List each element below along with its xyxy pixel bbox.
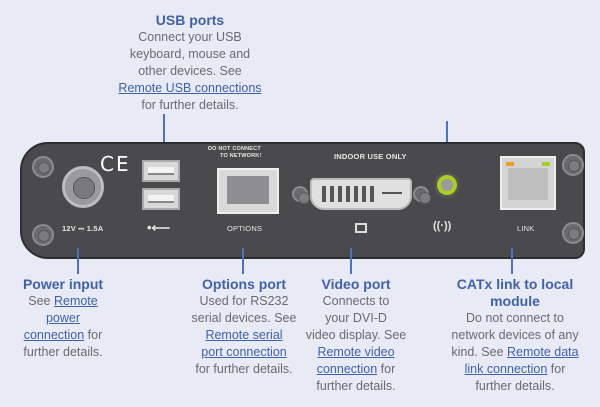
link-label: LINK	[517, 224, 535, 233]
usb-port-2[interactable]	[142, 188, 180, 210]
usb-desc-line: other devices. See	[138, 64, 242, 78]
catx-leader-line	[511, 248, 513, 274]
catx-link-title: CATx link to local	[456, 276, 574, 292]
remote-power-connection-link[interactable]: power	[45, 311, 81, 325]
remote-data-link-connection-link[interactable]: Remote data	[507, 345, 579, 359]
screw-icon	[32, 156, 54, 178]
dvi-screw-icon	[413, 186, 431, 204]
usb-desc-after: for further details.	[141, 98, 239, 112]
power-connector[interactable]	[62, 166, 104, 208]
remote-data-link-connection-link[interactable]: link connection	[464, 362, 548, 376]
remote-serial-port-connection-link[interactable]: port connection	[201, 345, 287, 359]
dvi-screw-icon	[292, 186, 310, 204]
monitor-icon	[355, 223, 367, 233]
indoor-use-only-label: INDOOR USE ONLY	[334, 152, 407, 161]
usb-desc-line: keyboard, mouse and	[129, 47, 251, 61]
catx-link-callout: CATx link to local module Do not connect…	[440, 276, 590, 395]
audio-symbol-icon: ((·))	[433, 220, 452, 232]
usb-symbol-icon: •⟵	[147, 220, 171, 235]
led-green	[542, 162, 550, 166]
options-leader-line	[242, 248, 244, 274]
power-input-title: Power input	[22, 276, 104, 292]
usb-leader-line	[163, 114, 165, 156]
options-port-title: Options port	[202, 276, 286, 292]
remote-usb-connections-link[interactable]: Remote USB connections	[118, 81, 262, 95]
usb-desc-line: Connect your USB	[138, 30, 242, 44]
remote-power-connection-link[interactable]: connection	[23, 328, 85, 342]
power-leader-line	[77, 248, 79, 274]
options-rj45-port[interactable]	[217, 168, 279, 214]
remote-video-connection-link[interactable]: connection	[316, 362, 378, 376]
remote-serial-port-connection-link[interactable]: Remote serial	[205, 328, 283, 342]
link-rj45-port[interactable]	[500, 156, 556, 210]
audio-jack[interactable]	[434, 172, 460, 198]
audio-leader-line	[446, 121, 448, 156]
power-input-callout: Power input See Remote power connection …	[8, 276, 118, 361]
usb-ports-callout: USB ports Connect your USB keyboard, mou…	[80, 12, 300, 114]
dvi-d-port[interactable]	[310, 178, 412, 210]
ce-mark: CE	[100, 152, 131, 176]
usb-port-1[interactable]	[142, 160, 180, 182]
video-port-title: Video port	[321, 276, 391, 292]
screw-icon	[562, 154, 584, 176]
video-port-callout: Video port Connects to your DVI-D video …	[300, 276, 412, 395]
led-orange	[506, 162, 514, 166]
power-rating-label: 12V ⎓ 1.5A	[62, 224, 104, 233]
screw-icon	[562, 222, 584, 244]
usb-ports-title: USB ports	[155, 12, 225, 28]
remote-video-connection-link[interactable]: Remote video	[317, 345, 395, 359]
screw-icon	[32, 224, 54, 246]
options-label: OPTIONS	[227, 224, 263, 233]
remote-power-connection-link[interactable]: Remote	[53, 294, 98, 308]
options-port-callout: Options port Used for RS232 serial devic…	[188, 276, 300, 378]
video-leader-line	[350, 248, 352, 274]
